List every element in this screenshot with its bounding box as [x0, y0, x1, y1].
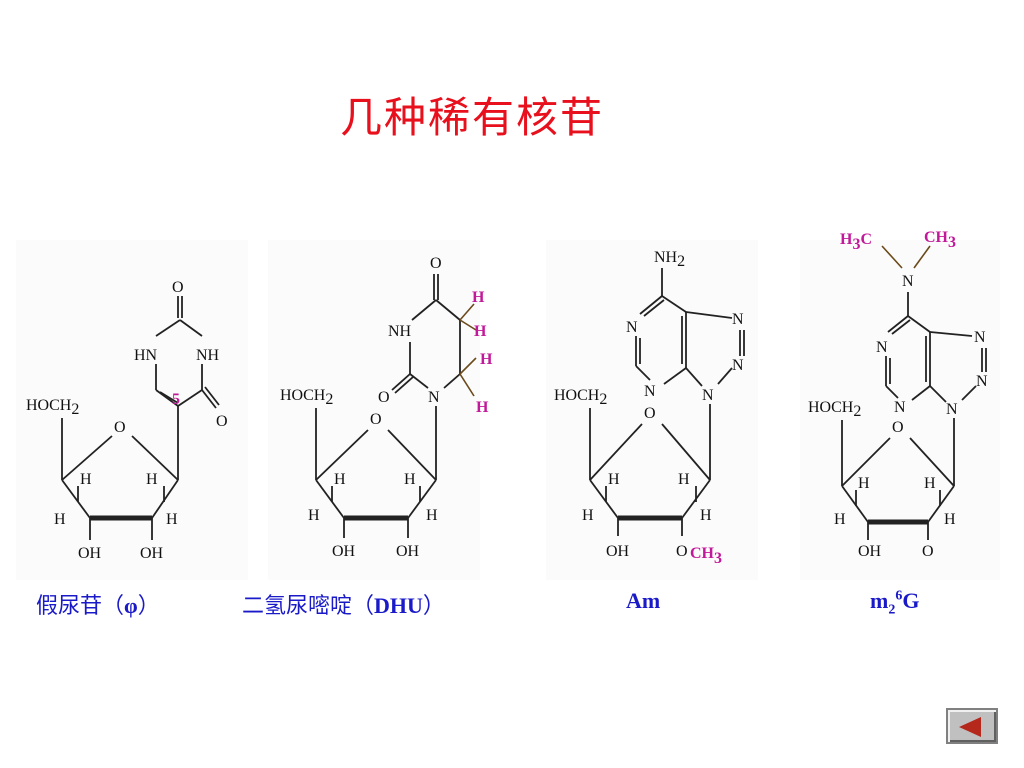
h-1: H	[608, 471, 620, 488]
atom-n3: N	[644, 383, 656, 400]
hoch2-label: HOCH2	[26, 397, 79, 418]
oh-3: OH	[606, 543, 630, 560]
dhu-structure: O NH O N H H H H HOCH2 O H H	[268, 240, 493, 580]
hoch2-label: HOCH2	[808, 399, 861, 420]
h-3: H	[834, 511, 846, 528]
ring-o: O	[114, 419, 126, 436]
ch3-highlight: CH3	[690, 545, 722, 567]
am-structure: NH2 N N N N N HOCH2 O H H	[546, 240, 758, 580]
atom-n-dimethyl: N	[902, 273, 914, 290]
hoch2-label: HOCH2	[280, 387, 333, 408]
left-arrow-icon	[959, 717, 981, 737]
back-button[interactable]	[946, 708, 998, 744]
atom-n1: N	[876, 339, 888, 356]
slide-title: 几种稀有核苷	[339, 93, 604, 142]
atom-o-left: O	[378, 389, 390, 406]
h3c-highlight: H3C	[840, 231, 872, 253]
ring-o: O	[892, 419, 904, 436]
h-4: H	[166, 511, 178, 528]
atom-n-mid: N	[976, 373, 988, 390]
h-2: H	[404, 471, 416, 488]
caption-am: Am	[626, 588, 661, 613]
atom-n9: N	[702, 387, 714, 404]
atom-o-top: O	[430, 255, 442, 272]
oh-3: OH	[858, 543, 882, 560]
atom-n: N	[428, 389, 440, 406]
h-1: H	[858, 475, 870, 492]
nh2-label: NH2	[654, 249, 685, 270]
h-1: H	[80, 471, 92, 488]
oh-2: OH	[140, 545, 164, 562]
atom-n7: N	[974, 329, 986, 346]
ch3-highlight: CH3	[924, 229, 956, 251]
atom-o-right: O	[216, 413, 228, 430]
o-2: O	[676, 543, 688, 560]
atom-o-top: O	[172, 279, 184, 296]
hoch2-label: HOCH2	[554, 387, 607, 408]
oh-2: OH	[396, 543, 420, 560]
h-2: H	[924, 475, 936, 492]
pseudouridine-structure: O HN NH O 5 HOCH2 O H H H H OH O	[16, 240, 248, 580]
ring-o: O	[370, 411, 382, 428]
atom-n9: N	[946, 401, 958, 418]
h-4: H	[700, 507, 712, 524]
h-3: H	[54, 511, 66, 528]
h-4: H	[426, 507, 438, 524]
h-2: H	[146, 471, 158, 488]
atom-n7: N	[732, 311, 744, 328]
h-1: H	[334, 471, 346, 488]
h-highlight-4: H	[476, 399, 489, 416]
h-highlight-1: H	[472, 289, 485, 306]
atom-nh: NH	[196, 347, 220, 364]
ring-o: O	[644, 405, 656, 422]
position-5-label: 5	[172, 391, 180, 408]
h-highlight-3: H	[480, 351, 493, 368]
atom-n3: N	[894, 399, 906, 416]
caption-m26g: m26G	[870, 588, 920, 618]
atom-n1: N	[626, 319, 638, 336]
caption-pseudouridine: 假尿苷（φ）	[36, 593, 160, 619]
oh-3: OH	[78, 545, 102, 562]
atom-n-mid: N	[732, 357, 744, 374]
o-2: O	[922, 543, 934, 560]
h-highlight-2: H	[474, 323, 487, 340]
m26g-structure: H3C CH3 N N N N N N HOCH2 O	[800, 229, 1000, 580]
h-3: H	[308, 507, 320, 524]
h-3: H	[582, 507, 594, 524]
atom-nh: NH	[388, 323, 412, 340]
caption-dhu: 二氢尿嘧啶（DHU）	[242, 593, 445, 619]
h-2: H	[678, 471, 690, 488]
oh-3: OH	[332, 543, 356, 560]
atom-hn: HN	[134, 347, 158, 364]
h-4: H	[944, 511, 956, 528]
